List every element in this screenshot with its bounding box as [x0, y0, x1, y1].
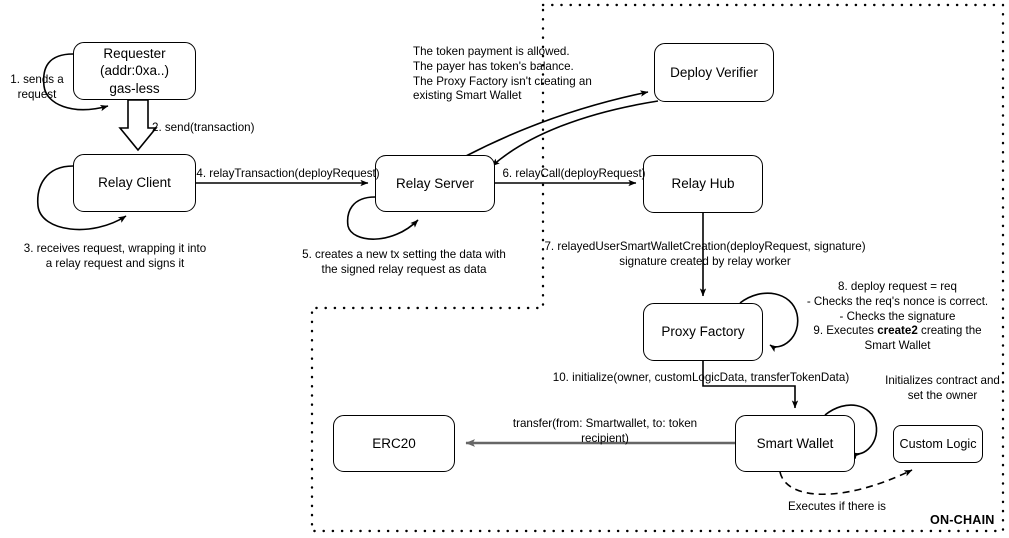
- node-proxy-factory-label: Proxy Factory: [661, 324, 745, 340]
- node-deploy-verifier-label: Deploy Verifier: [670, 64, 758, 80]
- label-executes-note: Executes if there is: [788, 500, 886, 513]
- node-relay-server[interactable]: Relay Server: [375, 155, 495, 212]
- node-erc20-label: ERC20: [372, 435, 416, 451]
- node-custom-logic[interactable]: Custom Logic: [893, 425, 983, 463]
- on-chain-zone-label: ON-CHAIN: [930, 513, 995, 527]
- arrow-executes-custom-logic: [779, 469, 913, 495]
- node-erc20[interactable]: ERC20: [333, 415, 455, 472]
- label-step-8-9: 8. deploy request = req- Checks the req'…: [806, 280, 989, 353]
- node-relay-client-label: Relay Client: [98, 175, 171, 191]
- node-custom-logic-label: Custom Logic: [899, 436, 977, 451]
- label-step-6: 6. relayCall(deployRequest): [502, 167, 646, 180]
- node-relay-client[interactable]: Relay Client: [73, 154, 196, 212]
- label-step-7: 7. relayedUserSmartWalletCreation(deploy…: [544, 240, 866, 268]
- node-smart-wallet[interactable]: Smart Wallet: [735, 415, 855, 472]
- label-step-4: 4. relayTransaction(deployRequest): [196, 167, 380, 180]
- label-initializes-note: Initializes contract and set the owner: [885, 374, 1000, 402]
- label-transfer: transfer(from: Smartwallet, to: token re…: [512, 417, 698, 445]
- node-proxy-factory[interactable]: Proxy Factory: [643, 303, 763, 361]
- label-step-5: 5. creates a new tx setting the data wit…: [302, 248, 506, 276]
- node-smart-wallet-label: Smart Wallet: [756, 435, 834, 451]
- node-deploy-verifier[interactable]: Deploy Verifier: [654, 43, 774, 102]
- label-step-1: 1. sends a request: [10, 73, 64, 101]
- node-requester-label: Requester (addr:0xa..) gas-less: [99, 45, 170, 96]
- label-step-10: 10. initialize(owner, customLogicData, t…: [552, 371, 850, 384]
- node-relay-server-label: Relay Server: [395, 175, 475, 191]
- arrow-send-transaction: [118, 99, 158, 152]
- label-step-2: 2. send(transaction): [152, 121, 255, 134]
- node-relay-hub-label: Relay Hub: [671, 176, 735, 192]
- node-requester[interactable]: Requester (addr:0xa..) gas-less: [73, 42, 196, 100]
- label-step-3: 3. receives request, wrapping it into a …: [23, 242, 207, 270]
- node-relay-hub[interactable]: Relay Hub: [643, 155, 763, 213]
- label-verifier-notes: The token payment is allowed. The payer …: [413, 45, 592, 103]
- arrow-deploy-verifier-to-relay-server: [491, 100, 659, 167]
